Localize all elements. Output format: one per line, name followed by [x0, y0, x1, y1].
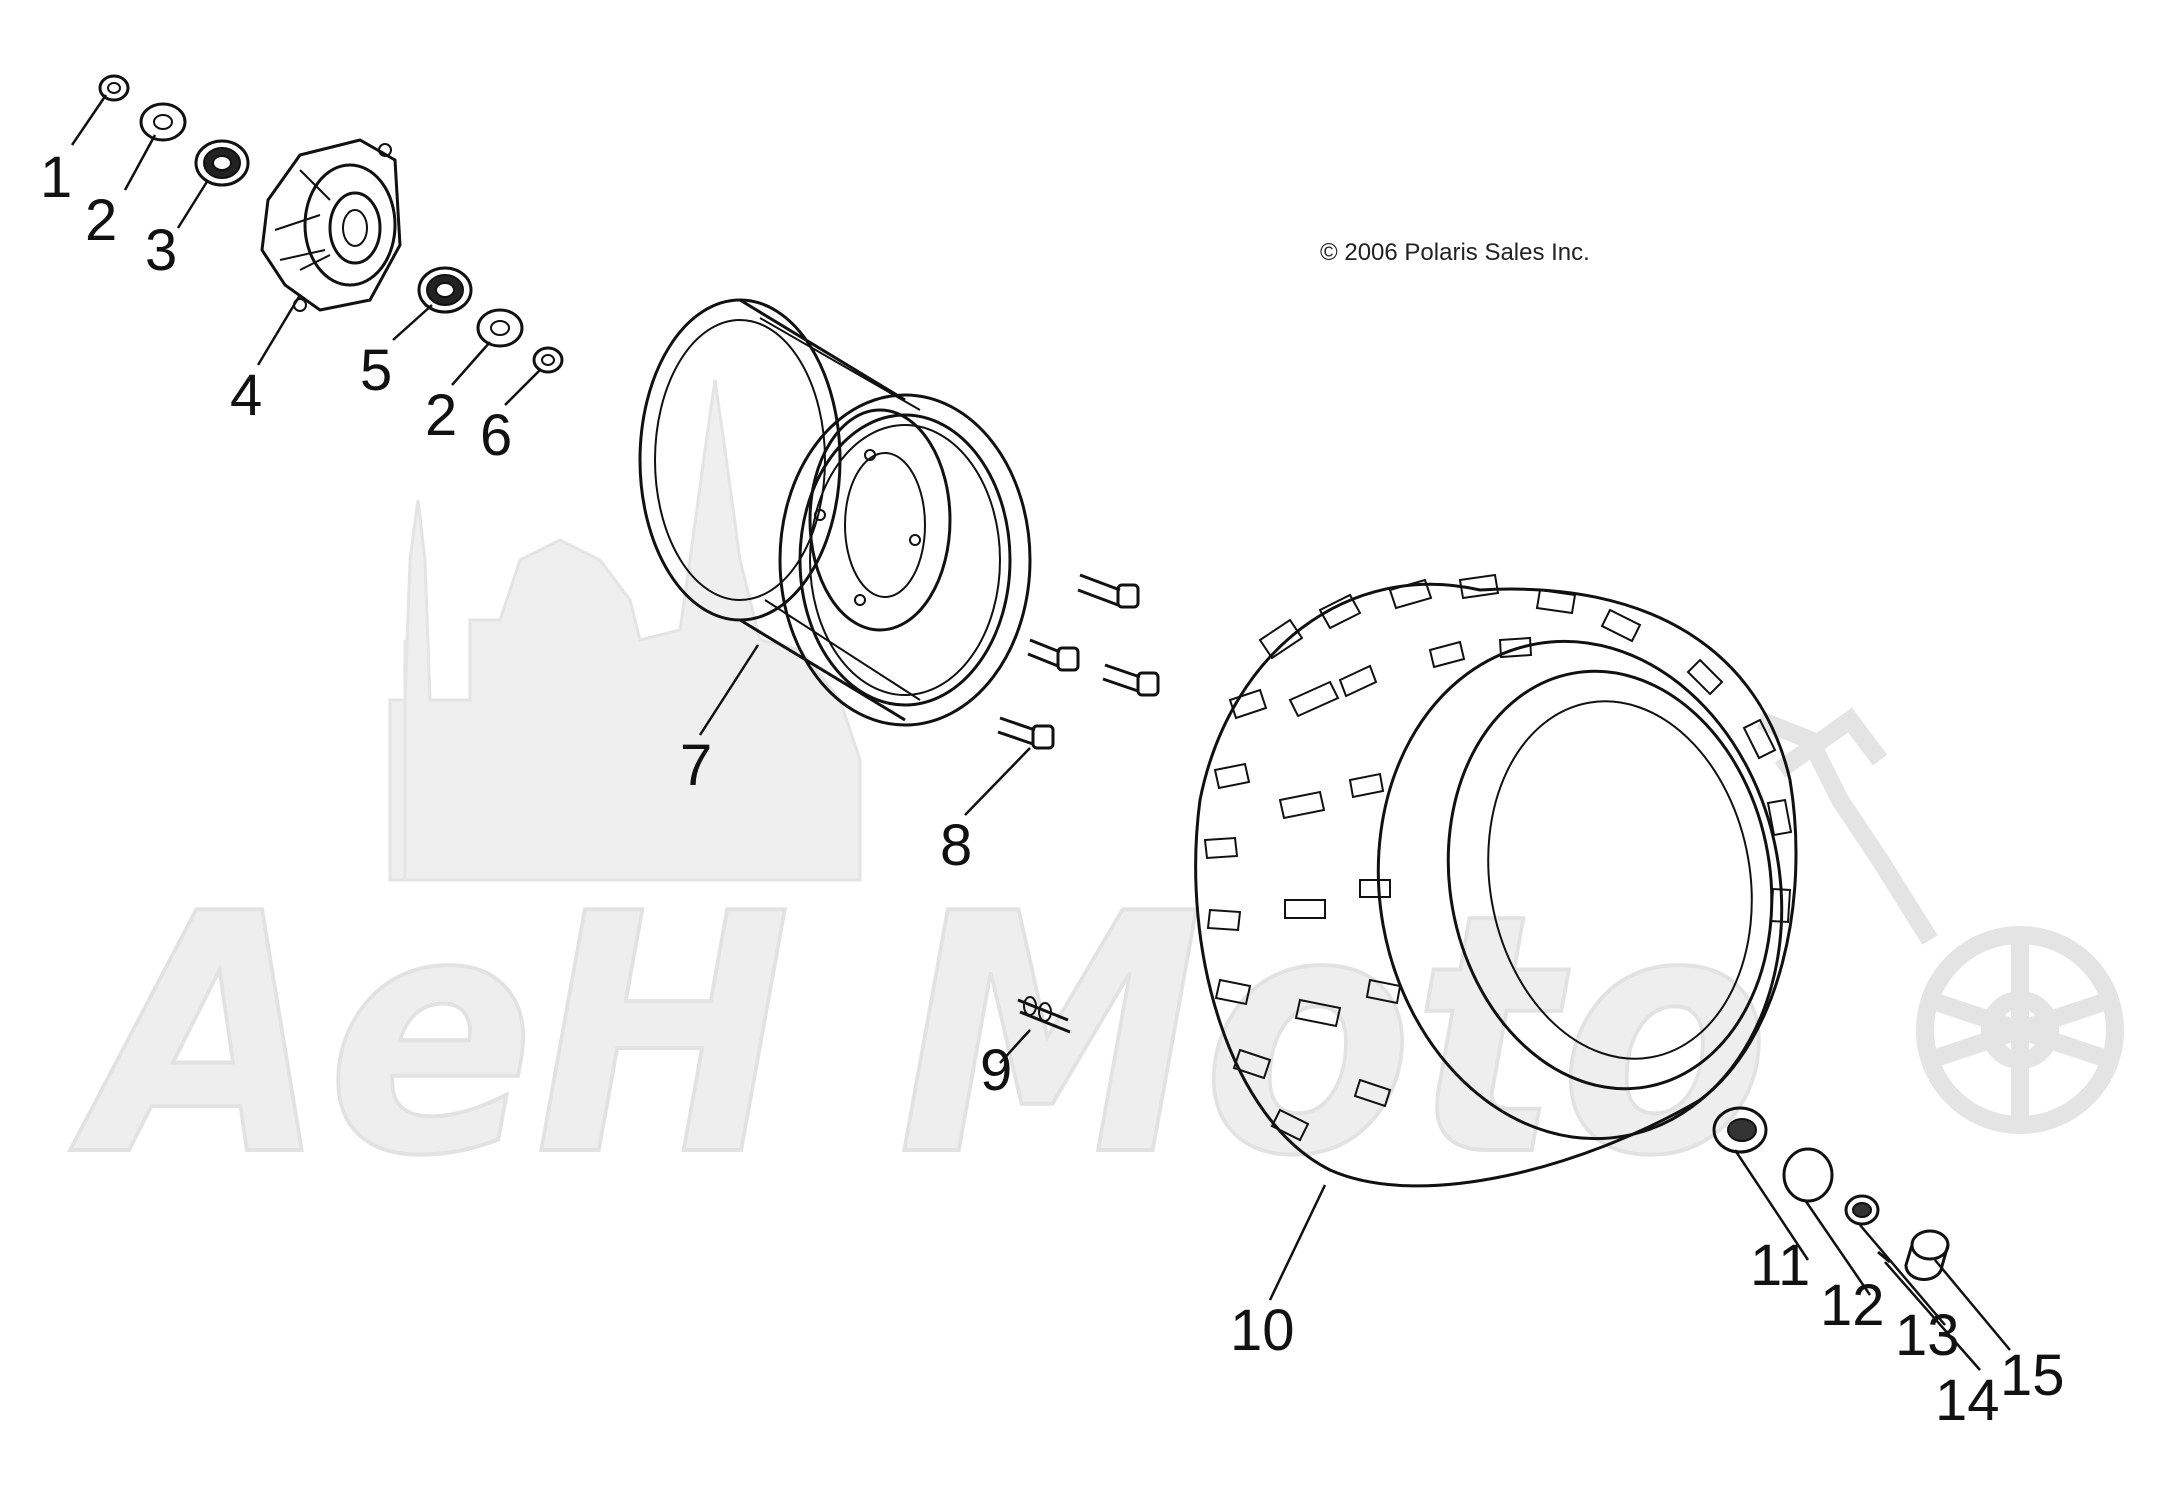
- callout-13: 13: [1895, 1303, 1960, 1368]
- callout-6: 6: [480, 403, 512, 468]
- part-12-cap: [1782, 1147, 1834, 1203]
- callout-2: 2: [85, 188, 117, 253]
- part-8-lug-bolts: [997, 573, 1160, 750]
- part-13-nut: [1844, 1194, 1880, 1226]
- part-1-nut: [98, 74, 130, 102]
- part-4-hub: [260, 138, 402, 312]
- part-6-nut: [532, 346, 564, 374]
- watermark-castle: [388, 379, 862, 882]
- callout-8: 8: [940, 813, 972, 878]
- callout-1: 1: [40, 145, 72, 210]
- lug-bolt: [1027, 638, 1080, 672]
- part-7-wheel-rim: [638, 298, 1032, 727]
- callout-14: 14: [1935, 1368, 2000, 1433]
- lug-bolt: [1077, 573, 1140, 609]
- callout-12: 12: [1820, 1273, 1885, 1338]
- callout-9: 9: [980, 1038, 1012, 1103]
- callout-5: 5: [360, 338, 392, 403]
- lug-bolt: [1102, 663, 1160, 697]
- part-9-valve-stem: [1017, 996, 1071, 1034]
- part-2-washer-top: [139, 102, 187, 142]
- watermark-motorcycle: [1756, 707, 2124, 1134]
- part-14-cotter-pin: [1877, 1250, 1891, 1264]
- callout-labels: 1 2 3 4 5 2 6 7 8 9 10 11 12 13 14 15: [40, 145, 2065, 1433]
- part-15-valve-cap: [1904, 1229, 1950, 1281]
- callout-10: 10: [1230, 1298, 1295, 1363]
- callout-3: 3: [145, 218, 177, 283]
- watermark-logo-text: AeH Moto: [66, 844, 1770, 1228]
- leader-lines: [70, 94, 2011, 1371]
- part-10-tire: [1194, 573, 1798, 1188]
- callout-2b: 2: [425, 383, 457, 448]
- callout-7: 7: [680, 733, 712, 798]
- lug-bolt: [997, 716, 1055, 750]
- callout-11: 11: [1750, 1233, 1810, 1298]
- part-11-washer: [1712, 1106, 1768, 1154]
- callout-4: 4: [230, 363, 262, 428]
- part-2-washer-bottom: [476, 308, 524, 348]
- watermark: AeH Moto: [64, 379, 2124, 1230]
- copyright-notice: © 2006 Polaris Sales Inc.: [1320, 239, 1590, 266]
- tire-tread-pattern: [1203, 573, 1793, 1142]
- part-5-bearing: [417, 266, 473, 314]
- callout-15: 15: [2000, 1343, 2065, 1408]
- part-3-bearing: [194, 139, 250, 187]
